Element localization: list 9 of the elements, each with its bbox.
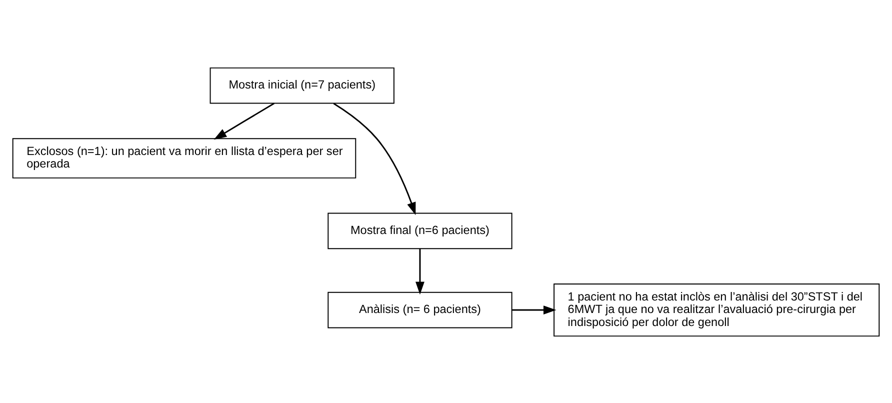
node-box: Mostra final (n=6 pacients) (328, 212, 512, 249)
arrow (416, 248, 424, 294)
arrow (214, 102, 275, 140)
node-box: Exclosos (n=1): un pacient va morir en llista d’espera per ser operada (12, 138, 356, 178)
node-box: 1 pacient no ha estat inclòs en l’anàlisi del 30”STST i del 6MWT ja que no va realitzar l’avaluació pre-cirurgia per indisposició per dolor de genoll (554, 283, 880, 336)
arrow (333, 102, 416, 215)
arrow (512, 305, 556, 314)
node-box: Anàlisis (n= 6 pacients) (328, 291, 512, 328)
node-box: Mostra inicial (n=7 pacients) (210, 66, 394, 104)
